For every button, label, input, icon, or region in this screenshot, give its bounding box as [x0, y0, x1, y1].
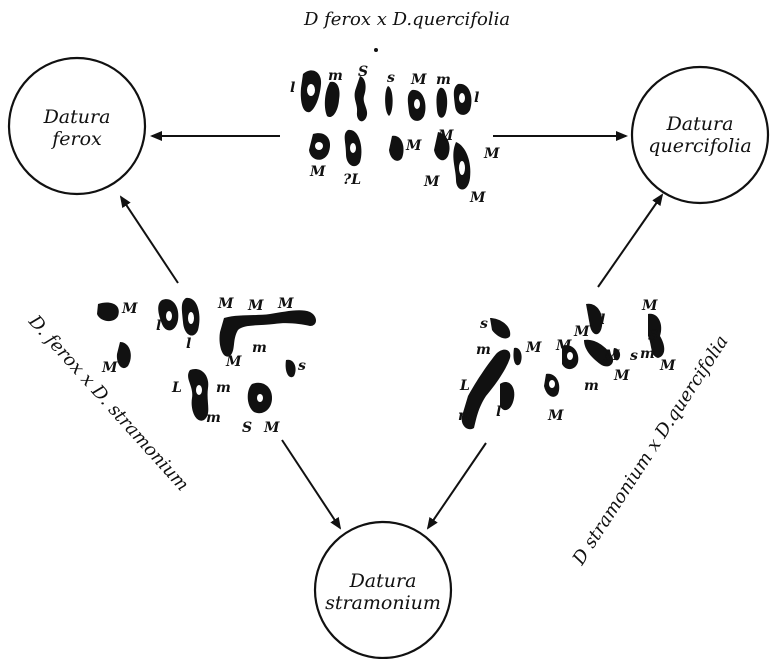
arrow-to-stramonium-from-left: [281, 439, 342, 530]
chromosome-label: s: [387, 70, 395, 86]
node-circle: [313, 520, 453, 659]
node-circle: [630, 65, 770, 205]
chromosome-label: M: [309, 164, 326, 180]
chromosome-label: M: [437, 128, 454, 144]
node-circle: [7, 56, 147, 196]
chromosome-label: M: [225, 354, 242, 370]
chromosome-label: m: [584, 378, 599, 394]
node-label-line1: Datura: [43, 106, 111, 128]
chromosome-label: M: [247, 298, 264, 314]
chromosome-label: l: [600, 312, 605, 328]
node-label-line1: Datura: [349, 570, 417, 592]
chromosome-label: m: [458, 408, 473, 424]
chromosome-label: s: [630, 348, 638, 364]
chromosome-label: M: [547, 408, 564, 424]
chromosome-label: m: [436, 72, 451, 88]
chromosome-label: M: [263, 420, 280, 436]
chromosome-label: M: [469, 190, 486, 206]
chromosome-label: m: [640, 346, 655, 362]
chromosome-label: m: [328, 68, 343, 84]
arrow-to-ferox-from-left: [119, 195, 179, 284]
chromosome-label: M: [423, 174, 440, 190]
chromosome-label: M: [525, 340, 542, 356]
chromosome-label: ?L: [343, 172, 361, 188]
chromosome-label: m: [216, 380, 231, 396]
node-label-line2: quercifolia: [648, 135, 751, 157]
chromosome-labels-left: M l l M M M M m M L m m s S M: [101, 296, 306, 436]
node-datura-quercifolia: Datura quercifolia: [630, 65, 770, 205]
chromosome-label: l: [474, 90, 479, 106]
chromosome-label: M: [277, 296, 294, 312]
chromosome-label: M: [483, 146, 500, 162]
chromosome-label: M: [405, 138, 422, 154]
chromosome-label: M: [121, 301, 138, 317]
chromosome-label: M: [603, 348, 620, 364]
chromosome-label: M: [613, 368, 630, 384]
node-datura-ferox: Datura ferox: [7, 56, 147, 196]
chromosome-cluster-top: [300, 48, 472, 190]
left-hybrid-label: D. ferox x D. stramonium: [24, 311, 193, 496]
chromosome-cluster-left: [97, 297, 316, 421]
chromosome-label: M: [659, 358, 676, 374]
chromosome-label: M: [555, 338, 572, 354]
node-datura-stramonium: Datura stramonium: [313, 520, 453, 659]
chromosome-label: S: [648, 328, 658, 344]
arrow-to-stramonium-from-right: [426, 442, 487, 530]
chromosome-label: l: [496, 404, 501, 420]
chromosome-label: m: [476, 342, 491, 358]
chromosome-label: s: [480, 316, 488, 332]
chromosome-labels-top: l m S s M m l M ?L M M M M M: [290, 64, 500, 206]
chromosome-label: S: [358, 64, 368, 80]
chromosome-label: M: [641, 298, 658, 314]
chromosome-label: m: [206, 410, 221, 426]
node-label-line2: ferox: [50, 128, 102, 150]
chromosome-label: l: [156, 318, 161, 334]
chromosome-label: M: [101, 360, 118, 376]
chromosome-label: L: [459, 378, 470, 394]
arrow-to-quercifolia-from-right: [597, 193, 664, 288]
chromosome-labels-right: s m L m l M M M l M m M M s S M m M: [458, 298, 676, 424]
right-hybrid-label: D stramonium x D.quercifolia: [568, 332, 733, 570]
chromosome-label: S: [242, 420, 252, 436]
top-hybrid-label: D ferox x D.quercifolia: [303, 9, 510, 30]
node-label-line2: stramonium: [325, 592, 441, 614]
chromosome-label: l: [290, 80, 295, 96]
chromosome-label: L: [171, 380, 182, 396]
chromosome-label: m: [252, 340, 267, 356]
chromosome-label: s: [298, 358, 306, 374]
chromosome-label: M: [410, 72, 427, 88]
chromosome-label: l: [186, 336, 191, 352]
node-label-line1: Datura: [666, 113, 734, 135]
chromosome-label: M: [217, 296, 234, 312]
chromosome-cluster-right: [461, 303, 665, 430]
chromosome-label: M: [573, 324, 590, 340]
